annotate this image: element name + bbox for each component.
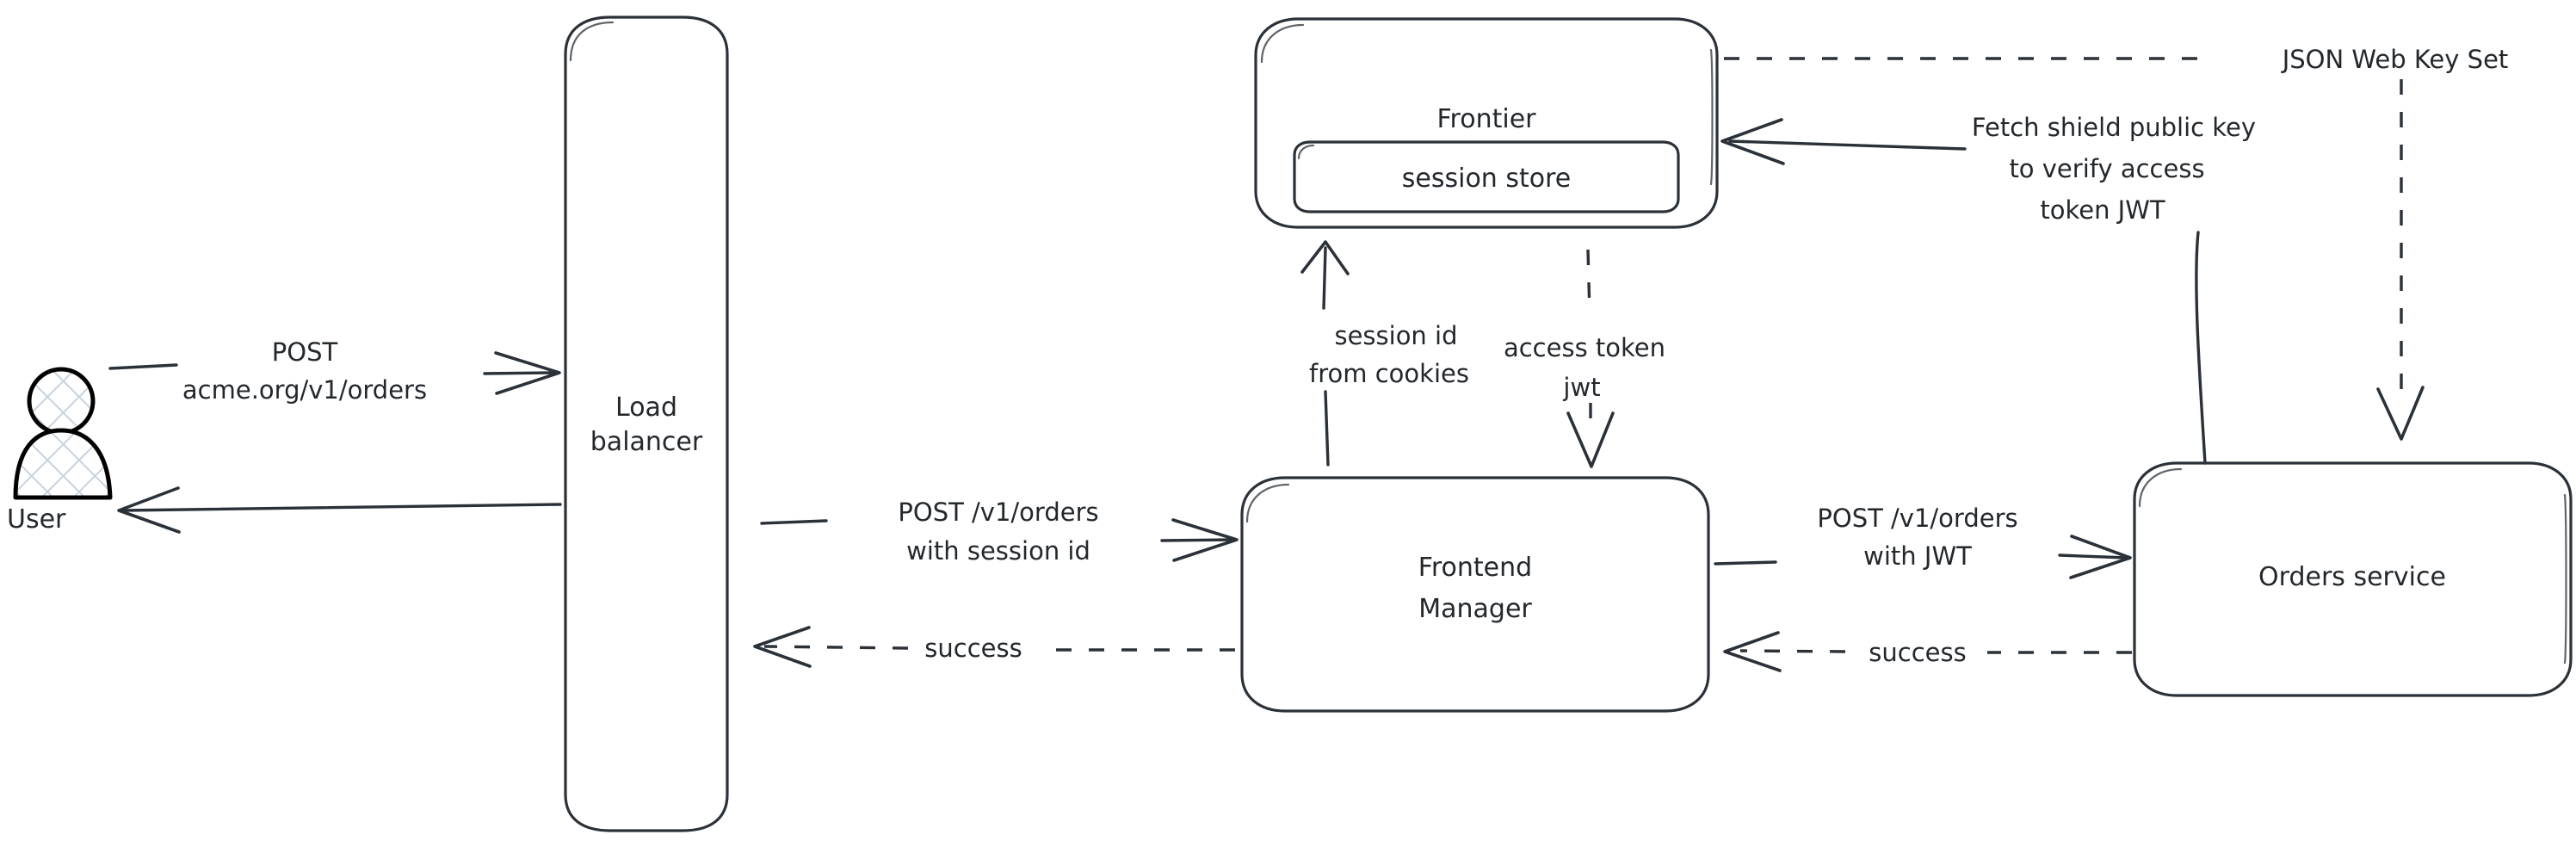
node-orders-service-label: Orders service	[2258, 562, 2446, 592]
node-session-store-shape	[1293, 140, 1680, 213]
edge-fm-to-lb-dash-left	[763, 645, 909, 650]
node-session-store-label: session store	[1402, 164, 1571, 194]
edge-fm-to-frontier-label-line1: session id	[1334, 321, 1457, 350]
node-load-balancer[interactable]: Load balancer	[564, 15, 729, 832]
edge-fm-to-lb-arrowhead	[753, 626, 812, 668]
edge-frontend-manager-to-orders-service: POST /v1/orders with JWT	[1714, 504, 2132, 579]
actor-user-label: User	[7, 504, 66, 535]
node-load-balancer-sketch-accent	[569, 21, 615, 62]
edge-frontier-to-fm-dash-top	[1586, 249, 1591, 315]
edge-orders-to-fm-arrowhead	[1723, 631, 1782, 672]
edge-frontend-manager-to-load-balancer: success	[753, 626, 1235, 668]
edge-frontier-to-frontend-manager: access token jwt	[1504, 249, 1665, 468]
edge-orders-to-frontier-arrowhead	[1720, 118, 1785, 165]
person-icon-head	[27, 367, 96, 436]
node-orders-service[interactable]: Orders service	[2133, 461, 2573, 697]
edge-fm-to-lb-label: success	[924, 634, 1022, 663]
edge-jwks-arrowhead	[2376, 386, 2425, 441]
edge-frontier-to-orders-service-jwks: JSON Web Key Set	[1724, 45, 2509, 441]
edge-load-balancer-to-user-line	[122, 503, 562, 512]
edge-frontier-to-fm-label-line2: jwt	[1562, 373, 1600, 402]
edge-load-balancer-to-user	[117, 486, 562, 534]
node-session-store-sketch-accent	[1297, 144, 1315, 160]
edge-fm-to-frontier-line-top	[1322, 246, 1327, 310]
edge-fm-to-frontier-arrowhead	[1300, 240, 1350, 275]
node-frontend-manager-label-line2: Manager	[1418, 594, 1532, 624]
edge-lb-to-fm-label-line1: POST /v1/orders	[898, 498, 1098, 527]
edge-fm-to-orders-arrowhead	[2069, 535, 2132, 579]
edge-load-balancer-to-user-arrowhead	[117, 486, 181, 534]
edge-jwks-label: JSON Web Key Set	[2281, 45, 2509, 74]
edge-fm-to-frontier-label-line2: from cookies	[1309, 359, 1469, 388]
edge-orders-service-to-frontier: Fetch shield public key to verify access…	[1720, 113, 2256, 465]
edge-lb-to-fm-line-a	[760, 519, 828, 525]
edge-orders-to-fm-dash-left	[1739, 649, 1846, 653]
edge-orders-to-frontier-vertical	[2195, 231, 2207, 465]
edge-orders-to-frontier-label-line2: to verify access	[2009, 154, 2204, 183]
node-frontend-manager-label-line1: Frontend	[1418, 553, 1532, 583]
node-frontier-label: Frontier	[1436, 104, 1536, 134]
edge-orders-to-frontier-label-line1: Fetch shield public key	[1972, 113, 2256, 142]
edge-user-to-load-balancer-arrowhead	[494, 351, 561, 395]
node-frontier-sketch-accent	[1260, 23, 1714, 186]
person-icon-body	[13, 428, 113, 500]
node-load-balancer-label-line1: Load	[615, 393, 677, 423]
node-frontend-manager[interactable]: Frontend Manager	[1240, 476, 1710, 713]
edge-user-to-load-balancer-label-line2: acme.org/v1/orders	[182, 375, 427, 405]
edge-user-to-load-balancer-line-b	[483, 371, 557, 375]
edge-user-to-load-balancer-label-line1: POST	[272, 337, 338, 367]
edge-user-to-load-balancer-line-a	[108, 363, 178, 370]
node-frontier[interactable]: Frontier session store	[1254, 17, 1719, 229]
edge-orders-to-frontier-label-line3: token JWT	[2040, 195, 2165, 225]
edge-orders-service-to-frontend-manager: success	[1723, 631, 2132, 672]
edge-frontier-to-fm-label-line1: access token	[1504, 333, 1665, 362]
edge-fm-to-orders-label-line2: with JWT	[1863, 541, 1972, 571]
node-load-balancer-shape	[564, 15, 729, 832]
edge-orders-to-fm-label: success	[1869, 638, 1966, 667]
edge-fm-to-orders-label-line1: POST /v1/orders	[1817, 504, 2017, 533]
node-orders-service-shape	[2133, 461, 2573, 697]
edge-frontend-manager-to-frontier: session id from cookies	[1300, 240, 1469, 467]
node-orders-service-sketch-accent	[2138, 467, 2567, 665]
edge-lb-to-fm-label-line2: with session id	[906, 536, 1090, 566]
actor-user[interactable]: User	[7, 367, 113, 535]
node-frontend-manager-sketch-accent	[1245, 483, 1290, 523]
edge-lb-to-fm-arrowhead	[1171, 518, 1239, 562]
edge-user-to-load-balancer: POST acme.org/v1/orders	[108, 337, 561, 405]
edge-orders-to-frontier-horizontal	[1728, 139, 1967, 151]
edge-fm-to-frontier-line-bottom	[1324, 390, 1330, 467]
edge-frontier-to-fm-arrowhead	[1566, 411, 1615, 468]
edge-lb-to-fm-line-b	[1160, 538, 1234, 542]
node-frontend-manager-shape	[1240, 476, 1710, 713]
edge-load-balancer-to-frontend-manager: POST /v1/orders with session id	[760, 498, 1239, 566]
edge-fm-to-orders-line-b	[2058, 553, 2128, 560]
edge-fm-to-orders-line-a	[1714, 560, 1777, 566]
node-load-balancer-label-line2: balancer	[590, 427, 703, 457]
node-session-store[interactable]: session store	[1293, 140, 1680, 213]
